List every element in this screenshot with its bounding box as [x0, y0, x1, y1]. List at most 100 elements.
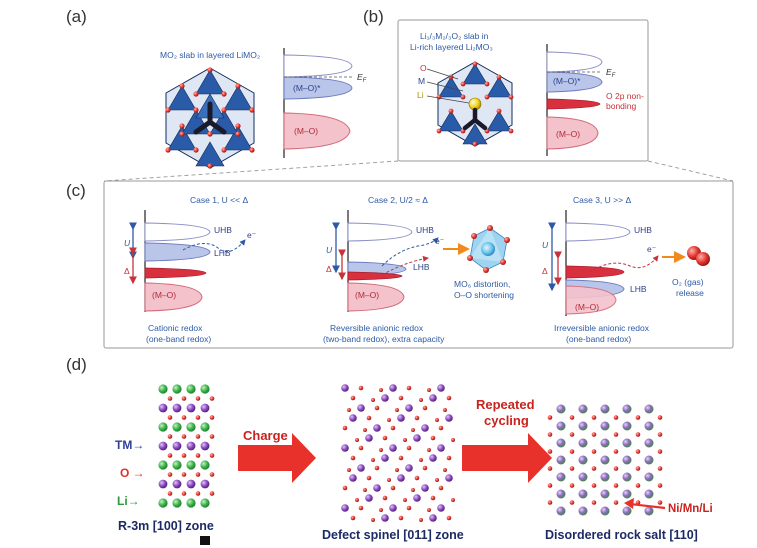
o-atom: [209, 453, 215, 458]
o-atom: [451, 438, 455, 442]
o-atom: [379, 508, 383, 512]
li-atom: [158, 498, 168, 508]
panel-b-band-upper: (M–O)*: [553, 76, 581, 86]
mixed-cation-atom: [578, 421, 588, 431]
mixed-cation-atom: [622, 455, 632, 465]
o-atom: [358, 385, 364, 391]
tm-atom: [158, 403, 168, 413]
tm-atom: [373, 484, 381, 492]
o-atom: [195, 453, 201, 458]
o-atom: [547, 466, 553, 471]
o-atom: [435, 478, 439, 482]
o-atom: [371, 518, 375, 522]
o-atom: [390, 425, 396, 431]
o-atom: [379, 448, 383, 452]
o-atom: [363, 428, 367, 432]
tm-atom: [200, 441, 210, 451]
o-atom: [195, 472, 201, 477]
o-atom: [358, 445, 364, 451]
li-atom: [186, 422, 196, 432]
li-atom: [186, 498, 196, 508]
panel-d-label: (d): [66, 355, 87, 374]
o-atom: [591, 466, 597, 471]
o-atom: [591, 432, 597, 437]
panel-a-slab-title: MO₂ slab in layered LiMO₂: [160, 50, 260, 60]
o-atom: [569, 415, 575, 420]
o-atom: [195, 396, 201, 401]
mixed-cation-atom: [600, 489, 610, 499]
case1-caption-1: Cationic redox: [148, 323, 203, 333]
case3-delta: Δ: [542, 266, 548, 276]
tm-atom: [389, 504, 397, 512]
tm-atom: [437, 384, 445, 392]
o-atom: [411, 488, 415, 492]
o-atom: [181, 396, 187, 401]
tm-atom: [429, 514, 437, 522]
panel-c: (c) Case 1, U << Δ UHB LHB U Δ e⁻ (M–O) …: [66, 180, 734, 349]
o-atom: [181, 453, 187, 458]
li-atom: [186, 460, 196, 470]
o-atom: [350, 395, 356, 401]
case3-lhb: LHB: [630, 284, 647, 294]
o-atom: [427, 448, 431, 452]
mixed-cation-atom: [600, 472, 610, 482]
mixed-cation-atom: [644, 455, 654, 465]
tm-atom: [349, 474, 357, 482]
o-atom: [635, 432, 641, 437]
case3-u: U: [542, 240, 549, 250]
o-atom: [591, 415, 597, 420]
tm-atom: [421, 484, 429, 492]
case2-uhb: UHB: [416, 225, 434, 235]
tm-atom: [172, 479, 182, 489]
panel-c-label: (c): [66, 181, 86, 200]
li-atom: [200, 460, 210, 470]
o-atom: [181, 415, 187, 420]
li-atom: [172, 384, 182, 394]
mixed-cation-atom: [644, 421, 654, 431]
tm-atom: [365, 434, 373, 442]
cycling-label-1: Repeated: [476, 397, 535, 412]
o-atom: [635, 466, 641, 471]
panel-b-label: (b): [363, 7, 384, 26]
tm-atom: [405, 404, 413, 412]
o-atom: [167, 415, 173, 420]
o-atom: [569, 500, 575, 505]
tm-atom: [172, 403, 182, 413]
tm-atom: [397, 474, 405, 482]
case2-mo: (M–O): [355, 290, 379, 300]
panel-a-fermi: EF: [357, 72, 367, 84]
mo6-octahedron: [467, 225, 510, 273]
case3-uhb: UHB: [634, 225, 652, 235]
o-atom: [547, 483, 553, 488]
panel-b-atom-m: M: [418, 76, 425, 86]
tm-atom: [381, 394, 389, 402]
tm-atom: [349, 414, 357, 422]
o-atom: [613, 432, 619, 437]
case1-title: Case 1, U << Δ: [190, 195, 248, 205]
mixed-cation-atom: [600, 455, 610, 465]
tm-atom: [341, 384, 349, 392]
panel-a-band-upper: (M–O)*: [293, 83, 321, 93]
o-atom: [209, 415, 215, 420]
o-atom: [414, 415, 420, 421]
case3-title: Case 3, U >> Δ: [573, 195, 631, 205]
panel-b-bands: [546, 44, 603, 156]
case2-caption-1: Reversible anionic redox: [330, 323, 424, 333]
o-atom: [209, 491, 215, 496]
tm-atom: [357, 464, 365, 472]
panel-b-band-lower: (M–O): [556, 129, 580, 139]
o-atom: [613, 466, 619, 471]
o-atom: [657, 483, 663, 488]
o-atom: [406, 505, 412, 511]
mixed-cation-atom: [622, 489, 632, 499]
o-atom: [414, 475, 420, 481]
panel-a-slab: [165, 67, 255, 169]
o-atom: [374, 405, 380, 411]
li-atom: [200, 422, 210, 432]
case3-caption-1: Irreversible anionic redox: [554, 323, 650, 333]
o-atom: [209, 396, 215, 401]
panel-b-band-mid-2: bonding: [606, 101, 637, 111]
o-atom: [547, 415, 553, 420]
cycling-label-2: cycling: [484, 413, 529, 428]
